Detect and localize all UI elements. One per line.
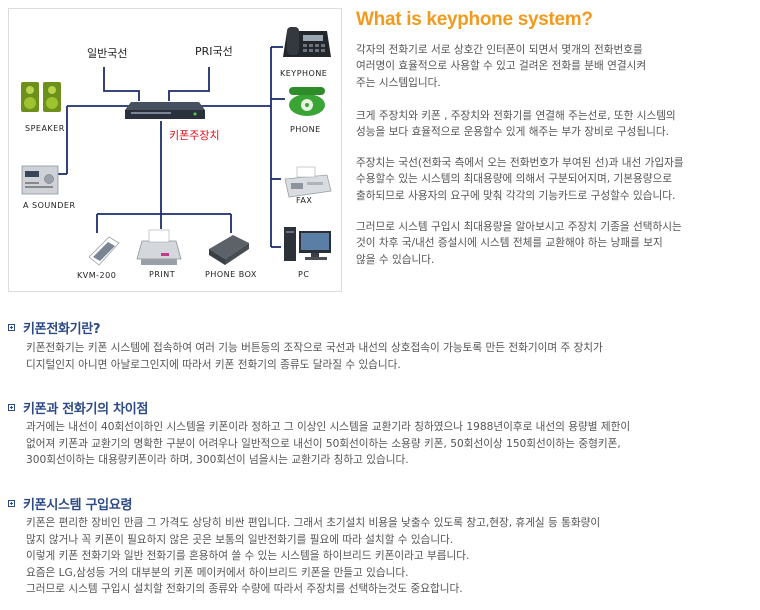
intro-paragraph-1: 각자의 전화기로 서로 상호간 인터폰이 되면서 몇개의 전화번호를 여러명이 … [356, 44, 647, 89]
central-unit-device [125, 102, 205, 119]
square-bullet-icon [8, 404, 15, 411]
phone-box-icon [209, 235, 249, 265]
fax-label: FAX [296, 196, 313, 205]
phone-icon [289, 87, 325, 116]
intro-paragraph-3: 주장치는 국선(전화국 측에서 오는 전화번호가 부여된 선)과 내선 가입자를… [356, 157, 684, 202]
central-unit-label: 키폰주장치 [169, 129, 220, 142]
pc-label: PC [298, 270, 310, 279]
page-title: What is keyphone system? [356, 9, 593, 30]
sounder-label: A SOUNDER [23, 201, 76, 210]
section-body-differences: 과거에는 내선이 40회선이하인 시스템을 키폰이라 정하고 그 이상인 시스템… [26, 421, 631, 467]
square-bullet-icon [8, 500, 15, 507]
section-title: 키폰시스템 구입요령 [23, 498, 133, 513]
pc-icon [284, 227, 331, 261]
keyphone-system-diagram: 일반국선 PRI국선 키폰주장치 SPEAKER A SOUNDER KVM-2… [8, 8, 342, 292]
kvm-icon [88, 236, 120, 266]
section-heading-purchase-guide: 키폰시스템 구입요령 [8, 494, 132, 513]
section-body-what-is-keyphone: 키폰전화기는 키폰 시스템에 접속하여 여러 기능 버튼등의 조작으로 국선과 … [26, 342, 603, 371]
speaker-icon [21, 82, 61, 112]
printer-icon [136, 229, 182, 265]
diagram-lines [21, 27, 332, 266]
section-heading-what-is-keyphone: 키폰전화기란? [8, 318, 101, 337]
section-title: 키폰전화기란? [23, 322, 101, 337]
section-body-purchase-guide: 키폰은 편리한 장비인 만큼 그 가격도 상당히 비싼 편입니다. 그래서 초기… [26, 517, 601, 596]
intro-paragraph-2: 크게 주장치와 키폰 , 주장치와 전화기를 연결해 주는선로, 또한 시스템의… [356, 110, 676, 139]
phone-box-label: PHONE BOX [205, 270, 257, 279]
intro-paragraph-4: 그러므로 시스템 구입시 최대용량을 알아보시고 주장치 기종을 선택하시는 것… [356, 221, 682, 266]
section-heading-differences: 키폰과 전화기의 차이점 [8, 398, 148, 417]
kvm-label: KVM-200 [77, 271, 117, 280]
print-label: PRINT [149, 270, 176, 279]
phone-label: PHONE [290, 125, 321, 134]
keyphone-icon [283, 27, 331, 57]
amplifier-icon [21, 165, 59, 195]
keyphone-label: KEYPHONE [280, 69, 328, 78]
section-title: 키폰과 전화기의 차이점 [23, 402, 149, 417]
square-bullet-icon [8, 324, 15, 331]
pri-line-label: PRI국선 [195, 45, 233, 58]
general-line-label: 일반국선 [87, 47, 128, 60]
fax-icon [284, 166, 332, 198]
speaker-label: SPEAKER [25, 124, 65, 133]
